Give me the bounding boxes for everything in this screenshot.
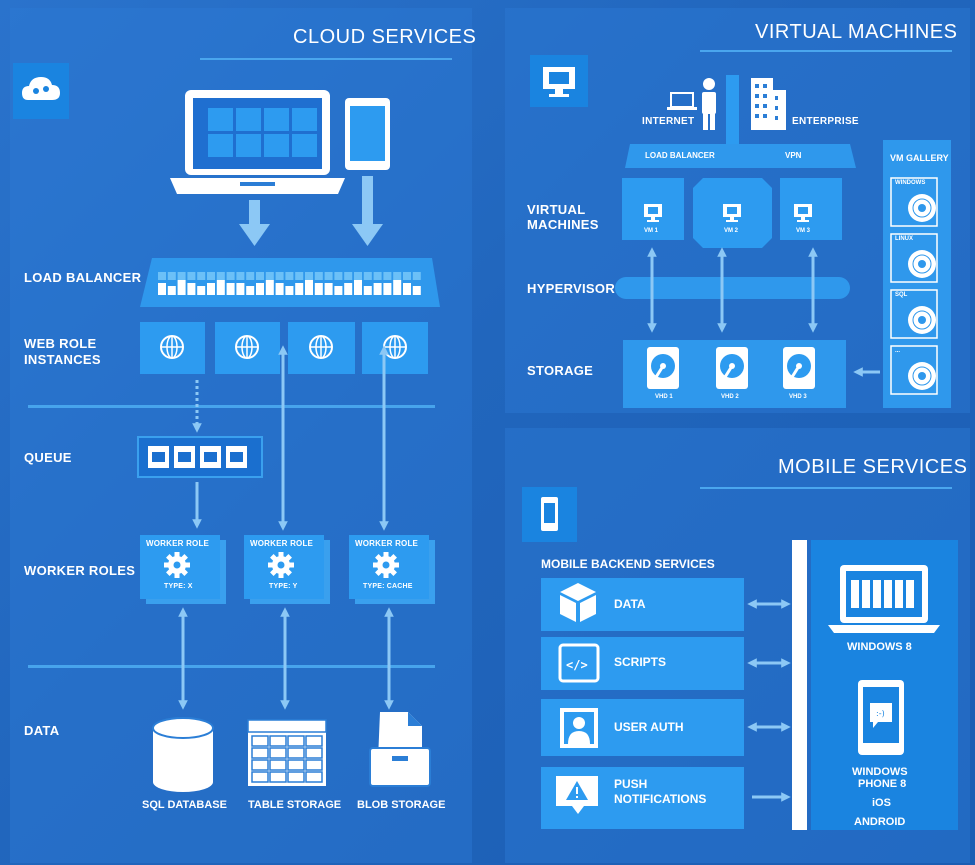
monitor-icon	[530, 55, 588, 107]
client-label-ios: iOS	[872, 797, 891, 809]
row-label-storage: STORAGE	[527, 363, 594, 378]
vm-image-disc-icon	[890, 345, 938, 395]
enterprise-building-icon	[726, 75, 786, 145]
document-icon	[174, 446, 195, 468]
vm-image-disc-icon	[890, 289, 938, 339]
enterprise-label: ENTERPRISE	[792, 116, 859, 127]
user-auth-icon	[560, 708, 598, 748]
svg-text:</>: </>	[566, 658, 588, 672]
service-label-notifications: NOTIFICATIONS	[614, 792, 707, 806]
worker-role-title: WORKER ROLE	[355, 539, 419, 548]
globe-icon	[309, 335, 333, 359]
windows-phone-icon: :-)	[858, 680, 904, 755]
hard-disk-icon	[783, 347, 815, 389]
vm-monitor-icon	[723, 204, 741, 222]
client-label-phone8: PHONE 8	[858, 778, 907, 790]
vhd-label: VHD 1	[655, 394, 673, 400]
row-label-instances: INSTANCES	[24, 352, 101, 367]
worker-role-box	[349, 535, 435, 604]
virtual-machines-title: VIRTUAL MACHINES	[755, 21, 958, 43]
vm-image-disc-icon	[890, 177, 938, 227]
vm-label: VM 3	[796, 228, 811, 234]
client-label-windows8: WINDOWS 8	[847, 641, 912, 653]
mobile-device-icon	[522, 487, 577, 542]
client-label-windows: WINDOWS	[852, 766, 908, 778]
internet-user-icon	[667, 78, 716, 130]
row-label-worker-roles: WORKER ROLES	[24, 563, 136, 578]
mobile-backend-label: MOBILE BACKEND SERVICES	[541, 557, 715, 571]
blob-storage-icon	[369, 712, 431, 787]
vhd-label: VHD 2	[721, 394, 739, 400]
sql-database-icon	[152, 717, 214, 792]
row-label-queue: QUEUE	[24, 450, 72, 465]
hard-disk-icon	[647, 347, 679, 389]
document-icon	[148, 446, 169, 468]
worker-role-title: WORKER ROLE	[146, 539, 210, 548]
storage-label-sql: SQL DATABASE	[142, 799, 227, 811]
document-icon	[226, 446, 247, 468]
service-label-scripts: SCRIPTS	[614, 655, 667, 669]
globe-icon	[160, 335, 184, 359]
svg-text::-): :-)	[876, 709, 885, 718]
worker-role-box	[244, 535, 330, 604]
vm-monitor-icon	[644, 204, 662, 222]
table-storage-icon	[247, 719, 327, 786]
gallery-item-label: LINUX	[895, 236, 913, 242]
internet-label: INTERNET	[642, 116, 695, 127]
row-label-virtual: VIRTUAL	[527, 202, 586, 217]
service-label-user-auth: USER AUTH	[614, 720, 684, 734]
hard-disk-icon	[716, 347, 748, 389]
service-label-data: DATA	[614, 597, 646, 611]
vm-gallery-label: VM GALLERY	[890, 153, 949, 163]
vpn-label: VPN	[785, 151, 802, 160]
service-label-push: PUSH	[614, 777, 648, 791]
gear-icon	[373, 552, 399, 578]
vm-label: VM 2	[724, 228, 739, 234]
vm-monitor-icon	[794, 204, 812, 222]
mobile-services-title: MOBILE SERVICES	[778, 456, 968, 478]
cloud-services-title: CLOUD SERVICES	[293, 26, 477, 48]
globe-icon	[383, 335, 407, 359]
worker-role-type: TYPE: CACHE	[363, 583, 413, 590]
worker-role-type: TYPE: Y	[269, 583, 298, 590]
phone-icon	[345, 98, 390, 170]
document-icon	[200, 446, 221, 468]
worker-role-box	[140, 535, 226, 604]
client-label-android: ANDROID	[854, 816, 906, 828]
row-label-load-balancer: LOAD BALANCER	[24, 270, 142, 285]
load-balancer-bar	[140, 258, 440, 307]
row-label-hypervisor: HYPERVISOR	[527, 281, 616, 296]
row-label-web-role: WEB ROLE	[24, 336, 97, 351]
laptop-icon	[170, 90, 345, 194]
gear-icon	[164, 552, 190, 578]
worker-role-title: WORKER ROLE	[250, 539, 314, 548]
worker-role-type: TYPE: X	[164, 583, 193, 590]
push-notification-icon	[556, 776, 598, 814]
gallery-item-label: ...	[895, 348, 901, 354]
gallery-item-label: WINDOWS	[895, 180, 926, 186]
windows8-laptop-icon	[828, 565, 940, 633]
vm-image-disc-icon	[890, 233, 938, 283]
storage-label-blob: BLOB STORAGE	[357, 799, 446, 811]
vhd-label: VHD 3	[789, 394, 807, 400]
storage-label-table: TABLE STORAGE	[248, 799, 342, 811]
cloud-gear-icon	[13, 63, 69, 119]
row-label-data: DATA	[24, 723, 60, 738]
code-script-icon: </>	[558, 643, 600, 683]
gear-icon	[268, 552, 294, 578]
vm-load-balancer-label: LOAD BALANCER	[645, 151, 715, 160]
row-label-machines: MACHINES	[527, 217, 599, 232]
queue-box	[137, 436, 263, 478]
gallery-item-label: SQL	[895, 292, 908, 298]
globe-icon	[235, 335, 259, 359]
data-box-icon	[560, 583, 596, 622]
vm-label: VM 1	[644, 228, 659, 234]
